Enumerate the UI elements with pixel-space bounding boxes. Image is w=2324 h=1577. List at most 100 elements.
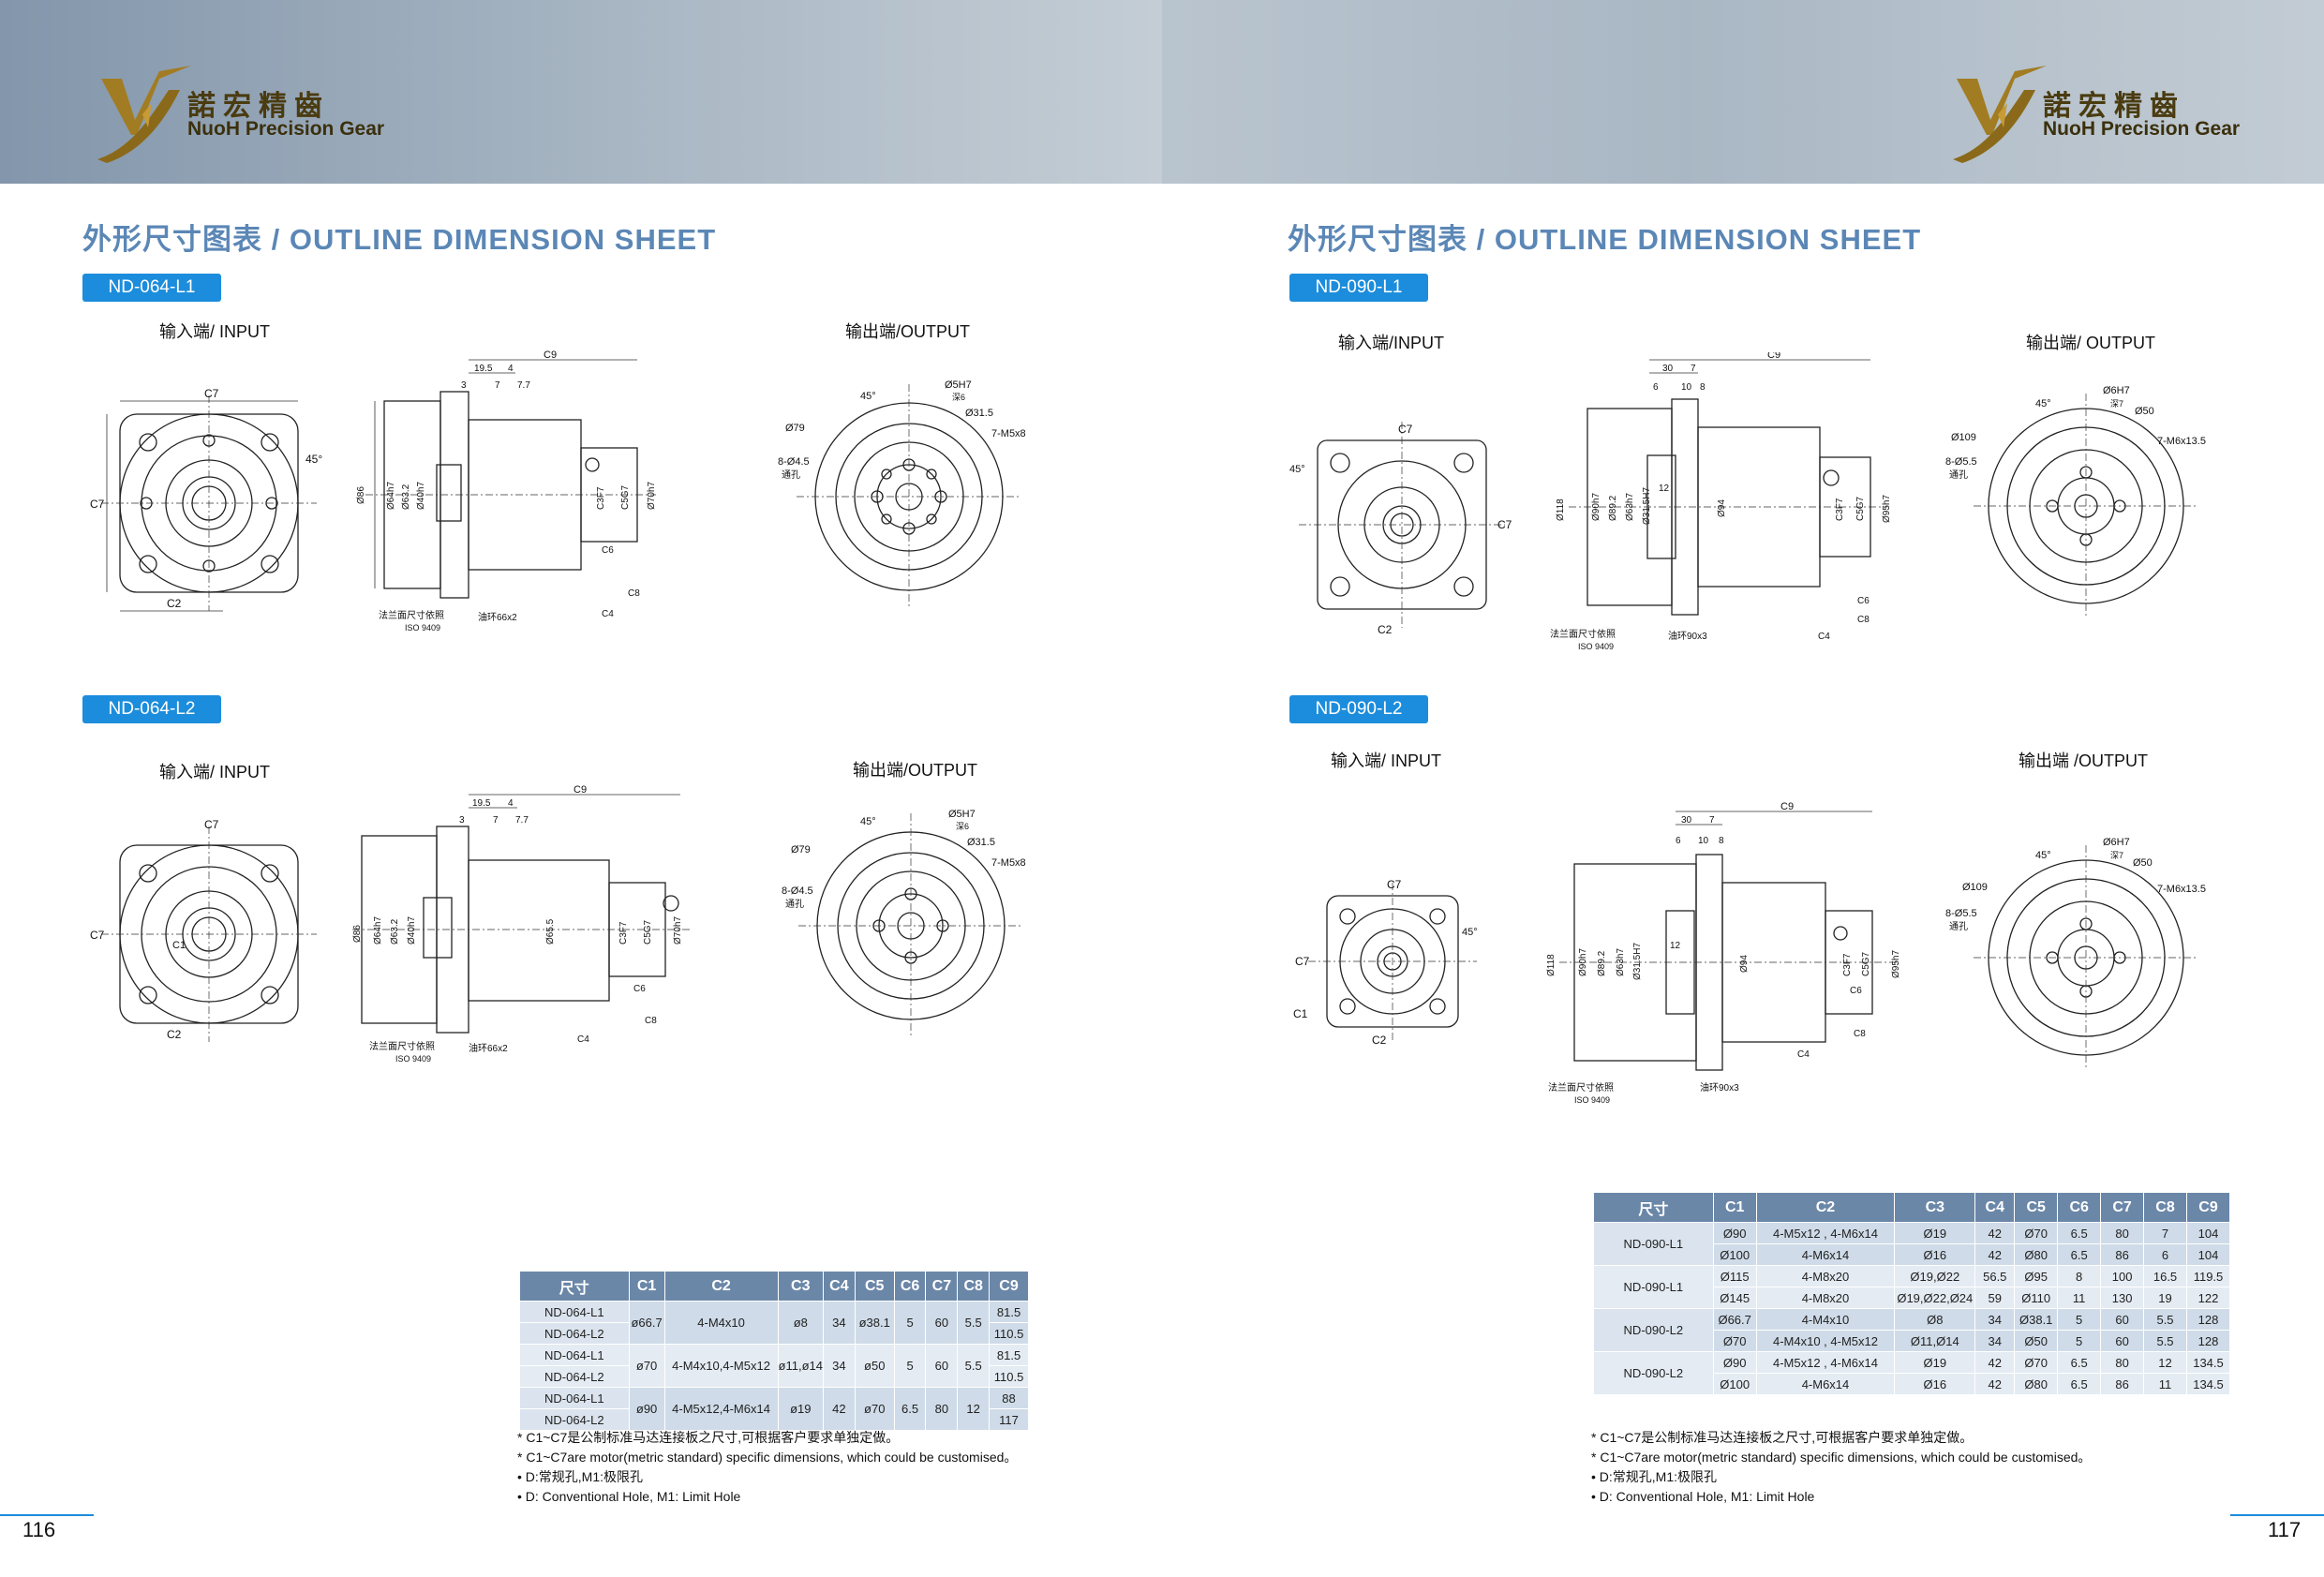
table-row: ND-090-L1 Ø115 4-M8x20 Ø19,Ø22 56.5 Ø95 … bbox=[1593, 1265, 2231, 1309]
dim-c9: C9 bbox=[1767, 352, 1780, 361]
cell: 11 bbox=[2057, 1287, 2102, 1309]
cell-model: ND-064-L2 bbox=[519, 1322, 630, 1345]
oil-ring-note: 油环90x3 bbox=[1700, 1081, 1739, 1093]
brand-name-en: NuoH Precision Gear bbox=[2043, 118, 2241, 140]
output-label: 输出端/OUTPUT bbox=[845, 322, 970, 341]
input-label: 输入端/ INPUT bbox=[159, 763, 271, 781]
page-117: 諾宏精齒 NuoH Precision Gear 外形尺寸图表 / OUTLIN… bbox=[1162, 0, 2324, 1577]
cell: Ø50 bbox=[2014, 1330, 2059, 1352]
dim-7: 7 bbox=[495, 380, 500, 391]
footer-rule bbox=[0, 1514, 94, 1516]
cell: 4-M4x10 bbox=[1755, 1308, 1896, 1331]
cell: 4-M5x12 , 4-M6x14 bbox=[1755, 1222, 1896, 1244]
dim-c7-side-label: C7 bbox=[90, 929, 105, 942]
dim-79: Ø79 bbox=[785, 423, 805, 434]
note-line: * C1~C7是公制标准马达连接板之尺寸,可根据客户要求单独定做。 bbox=[517, 1430, 900, 1445]
dim-8: 8 bbox=[1700, 382, 1706, 393]
cell: 60 bbox=[925, 1301, 959, 1345]
dim-63-2: Ø63.2 bbox=[390, 918, 400, 945]
dim-109: Ø109 bbox=[1951, 432, 1976, 443]
col-header: 尺寸 bbox=[1593, 1192, 1714, 1223]
through-note: 通孔 bbox=[1949, 921, 1968, 932]
dim-10: 10 bbox=[1681, 382, 1692, 393]
dim-4: 4 bbox=[508, 364, 514, 374]
cell: 6.5 bbox=[2057, 1351, 2102, 1374]
table-row: Ø70 4-M4x10 , 4-M5x12 Ø11,Ø14 34 Ø50 5 6… bbox=[1594, 1330, 2231, 1352]
nd-064-l1-input-drawing: C7 C7 C2 45° bbox=[82, 377, 335, 620]
col-header: C1 bbox=[1712, 1192, 1757, 1223]
brand-logo: 諾宏精齒 NuoH Precision Gear bbox=[94, 62, 394, 165]
col-header: 尺寸 bbox=[519, 1271, 630, 1302]
cell: 5 bbox=[2057, 1330, 2102, 1352]
cell: ø70 bbox=[628, 1344, 665, 1388]
notes: * C1~C7是公制标准马达连接板之尺寸,可根据客户要求单独定做。 * C1~C… bbox=[517, 1428, 1017, 1507]
input-face-drawing: C7 C7 C2 C1 bbox=[90, 818, 317, 1042]
angle-label: 45° bbox=[860, 391, 876, 402]
dim-95h7: Ø95h7 bbox=[1891, 950, 1901, 978]
header-band bbox=[1162, 0, 2324, 184]
brand-name-en: NuoH Precision Gear bbox=[187, 118, 385, 140]
table-row: ND-064-L1 ø66.7 4-M4x10 ø8 34 ø38.1 5 60… bbox=[519, 1301, 1029, 1345]
through-note: 通孔 bbox=[1949, 469, 1968, 481]
col-header: C9 bbox=[2185, 1192, 2231, 1223]
dim-c3: C3F7 bbox=[1842, 953, 1853, 976]
cell: Ø90 bbox=[1712, 1222, 1757, 1244]
dim-c4: C4 bbox=[602, 609, 614, 619]
cell: 104 bbox=[2185, 1222, 2231, 1244]
dim-c7-side-label: C7 bbox=[1497, 518, 1512, 531]
col-header: C3 bbox=[777, 1271, 825, 1302]
col-header: C7 bbox=[2100, 1192, 2145, 1223]
cell-model: ND-090-L1 bbox=[1593, 1265, 1714, 1309]
dim-c2-label: C2 bbox=[167, 1028, 182, 1041]
dim-c8: C8 bbox=[1854, 1029, 1866, 1039]
dim-7-7: 7.7 bbox=[515, 815, 529, 826]
dim-31-5h7: Ø31.5H7 bbox=[1642, 487, 1652, 525]
oil-ring-note: 油环90x3 bbox=[1668, 630, 1707, 642]
angle-label: 45° bbox=[860, 816, 876, 827]
col-header: C2 bbox=[663, 1271, 779, 1302]
dim-c4: C4 bbox=[1818, 632, 1830, 642]
dim-70h7: Ø70h7 bbox=[673, 916, 683, 945]
cell: 6.5 bbox=[2057, 1222, 2102, 1244]
dim-c9: C9 bbox=[574, 784, 587, 796]
dim-8: 8 bbox=[1719, 836, 1724, 846]
dim-89-2: Ø89.2 bbox=[1608, 495, 1618, 521]
cell: 42 bbox=[823, 1387, 856, 1431]
cell: 4-M6x14 bbox=[1755, 1373, 1896, 1395]
dim-10: 10 bbox=[1698, 836, 1709, 846]
nd-090-l2-side-drawing: C9 30 7 6 10 8 Ø118 Ø90h7 Ø89.2 Ø63h7 Ø3… bbox=[1541, 798, 1906, 1108]
cell: Ø11,Ø14 bbox=[1894, 1330, 1976, 1352]
cell: 60 bbox=[2100, 1308, 2145, 1331]
dim-c7-label: C7 bbox=[1387, 878, 1402, 891]
cell: 5 bbox=[893, 1301, 927, 1345]
cell: 34 bbox=[823, 1301, 856, 1345]
dim-c5: C5G7 bbox=[643, 919, 653, 945]
through-note: 通孔 bbox=[782, 469, 800, 481]
dim-c3: C3F7 bbox=[618, 921, 629, 945]
output-label: 输出端 /OUTPUT bbox=[2019, 751, 2148, 770]
flange-note: 法兰面尺寸依照 bbox=[1548, 1081, 1614, 1093]
dim-c8: C8 bbox=[1857, 615, 1870, 625]
spec-table-090: 尺寸 C1 C2 C3 C4 C5 C6 C7 C8 C9 ND-090-L1 … bbox=[1593, 1192, 2231, 1395]
spec-table-064: 尺寸 C1 C2 C3 C4 C5 C6 C7 C8 C9 ND-064-L1 … bbox=[519, 1271, 1029, 1431]
input-label: 输入端/INPUT bbox=[1338, 334, 1445, 352]
note-line: * C1~C7are motor(metric standard) specif… bbox=[517, 1450, 1018, 1465]
dim-deep: 深7 bbox=[2110, 399, 2123, 409]
dim-c8: C8 bbox=[628, 588, 640, 599]
col-header: C9 bbox=[989, 1271, 1029, 1302]
cell: 122 bbox=[2185, 1287, 2231, 1309]
cell: Ø70 bbox=[2014, 1351, 2059, 1374]
dim-pin: Ø6H7 bbox=[2103, 837, 2130, 848]
cell: 4-M5x12,4-M6x14 bbox=[663, 1387, 779, 1431]
cell: 119.5 bbox=[2185, 1265, 2231, 1287]
iso-note: ISO 9409 bbox=[1574, 1095, 1610, 1105]
input-label: 输入端/ INPUT bbox=[159, 322, 271, 341]
dim-c6: C6 bbox=[1857, 596, 1870, 606]
iso-note: ISO 9409 bbox=[405, 623, 440, 632]
col-header: C3 bbox=[1894, 1192, 1976, 1223]
nd-064-l1-side-drawing: C9 19.5 4 3 7 7.7 Ø86 Ø64h7 Ø63.2 Ø40h7 … bbox=[356, 345, 675, 635]
angle-label: 45° bbox=[2035, 850, 2051, 861]
dim-c4: C4 bbox=[1797, 1049, 1810, 1060]
cell: Ø66.7 bbox=[1712, 1308, 1757, 1331]
dim-c4: C4 bbox=[577, 1034, 589, 1045]
